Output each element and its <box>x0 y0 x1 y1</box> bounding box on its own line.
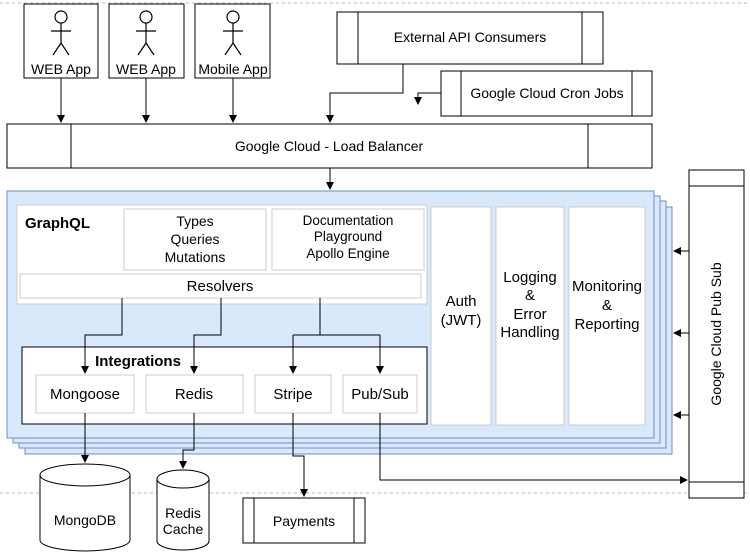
documentation-box: Documentation Playground Apollo Engine <box>271 208 425 271</box>
resolver-arrows <box>81 298 384 374</box>
client-arrows <box>57 64 441 190</box>
client-label: Mobile App <box>198 61 267 77</box>
svg-text:Handling: Handling <box>500 324 559 341</box>
client-label: WEB App <box>116 61 176 77</box>
graphql-block: GraphQL Types Queries Mutations Document… <box>16 204 428 305</box>
auth-column: Auth (JWT) <box>430 206 492 426</box>
svg-text:Cache: Cache <box>163 521 204 537</box>
logging-column: Logging & Error Handling <box>495 206 565 426</box>
monitoring-column: Monitoring & Reporting <box>568 206 646 426</box>
integration-pubsub: Pub/Sub <box>342 374 418 414</box>
svg-text:Monitoring: Monitoring <box>572 278 642 295</box>
svg-text:Google Cloud - Load Balancer: Google Cloud - Load Balancer <box>235 138 424 154</box>
svg-text:Apollo Engine: Apollo Engine <box>306 246 389 261</box>
svg-text:Resolvers: Resolvers <box>187 278 254 295</box>
client-web-app-1: WEB App <box>23 3 99 79</box>
client-mobile-app: Mobile App <box>194 3 271 79</box>
types-box: Types Queries Mutations <box>123 208 267 271</box>
integrations-title: Integrations <box>95 353 181 370</box>
svg-text:Mutations: Mutations <box>165 249 226 265</box>
svg-text:Mongoose: Mongoose <box>50 386 120 403</box>
resolvers-box: Resolvers <box>19 273 422 299</box>
cloud-cron-jobs: Google Cloud Cron Jobs <box>440 70 653 117</box>
svg-text:Redis: Redis <box>165 505 201 521</box>
actor-icon <box>136 10 156 56</box>
datastore-arrows <box>81 413 688 497</box>
svg-text:Logging: Logging <box>503 269 556 286</box>
svg-text:Queries: Queries <box>170 231 219 247</box>
actor-icon <box>223 10 243 56</box>
svg-text:&: & <box>602 297 612 314</box>
mongodb-cylinder: MongoDB <box>39 463 131 552</box>
svg-text:Pub/Sub: Pub/Sub <box>351 386 409 403</box>
pubsub-arrows <box>673 247 689 419</box>
client-web-app-2: WEB App <box>108 3 185 79</box>
svg-text:Redis: Redis <box>175 386 213 403</box>
svg-text:Auth: Auth <box>446 293 477 310</box>
svg-text:(JWT): (JWT) <box>441 312 482 329</box>
svg-text:Documentation: Documentation <box>303 213 394 228</box>
svg-text:&: & <box>525 287 535 304</box>
svg-text:Stripe: Stripe <box>273 386 312 403</box>
svg-text:Google Cloud Cron Jobs: Google Cloud Cron Jobs <box>470 85 623 101</box>
redis-cache-cylinder: Redis Cache <box>156 469 210 551</box>
integration-mongoose: Mongoose <box>35 374 135 414</box>
svg-text:Playground: Playground <box>314 229 382 244</box>
svg-text:Error: Error <box>513 306 546 323</box>
svg-text:External API Consumers: External API Consumers <box>394 29 547 45</box>
actor-icon <box>51 10 71 56</box>
svg-text:Reporting: Reporting <box>574 316 639 333</box>
svg-text:Google Cloud Pub Sub: Google Cloud Pub Sub <box>708 262 724 405</box>
payments-box: Payments <box>242 497 366 544</box>
load-balancer: Google Cloud - Load Balancer <box>6 123 653 169</box>
svg-text:Payments: Payments <box>273 513 335 529</box>
integrations-block: Integrations Mongoose Redis Stripe Pub/S… <box>21 346 428 425</box>
integration-stripe: Stripe <box>254 374 332 414</box>
client-label: WEB App <box>31 61 91 77</box>
svg-text:Types: Types <box>176 213 213 229</box>
svg-text:MongoDB: MongoDB <box>54 512 116 528</box>
graphql-title: GraphQL <box>25 215 90 232</box>
external-api-consumers: External API Consumers <box>336 11 604 65</box>
integration-redis: Redis <box>145 374 244 414</box>
google-cloud-pubsub-bar: Google Cloud Pub Sub <box>688 169 745 499</box>
